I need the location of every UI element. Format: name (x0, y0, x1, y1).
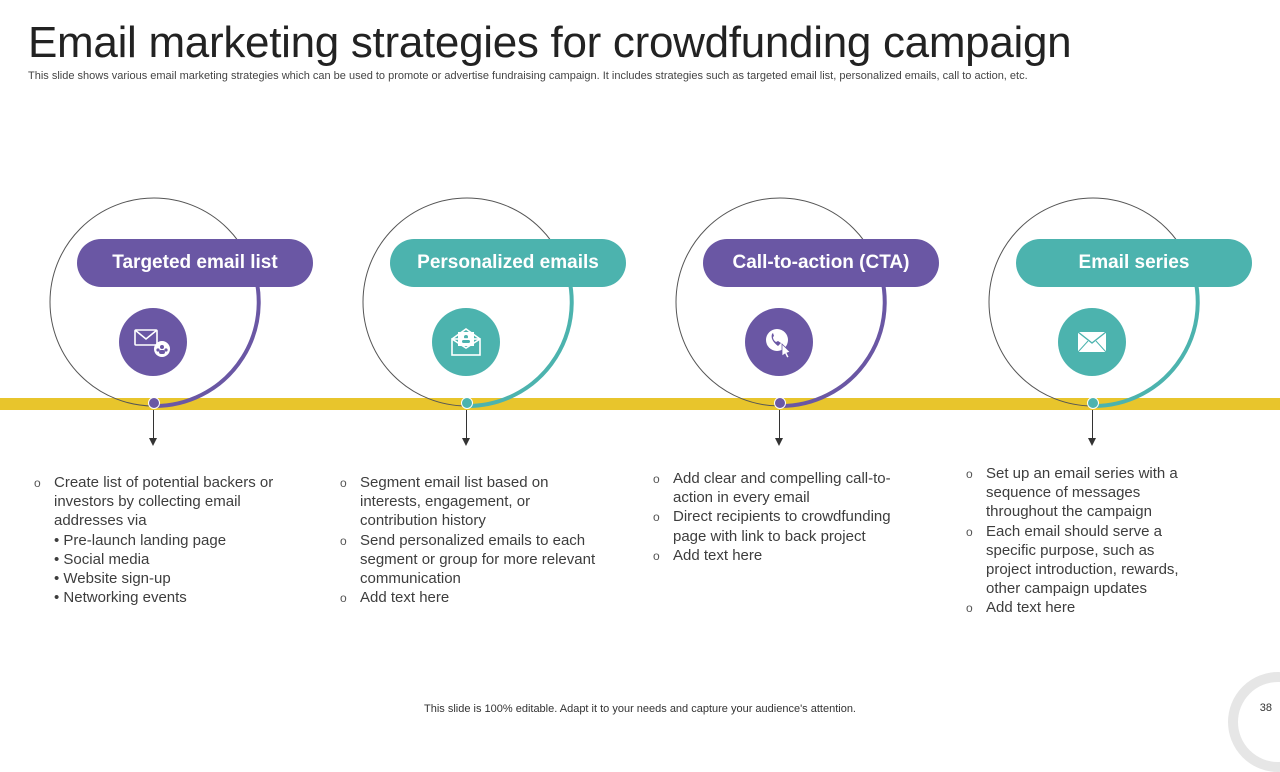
strategy-details-4: Set up an email series with a sequence o… (966, 464, 1198, 619)
arrow-down-icon (462, 438, 470, 446)
list-item: Create list of potential backers or inve… (34, 473, 274, 531)
strategy-label-pill: Email series (1016, 239, 1252, 287)
strategy-details-3: Add clear and compelling call-to-action … (653, 469, 893, 566)
strategy-label: Call-to-action (CTA) (732, 252, 910, 273)
list-item: Set up an email series with a sequence o… (966, 464, 1198, 522)
envelope-icon (1058, 308, 1126, 376)
list-subitem: • Website sign-up (54, 570, 171, 588)
list-item: Add text here (653, 546, 893, 566)
circle-ring (362, 197, 574, 409)
arrow-down-icon (775, 438, 783, 446)
phone-click-icon (745, 308, 813, 376)
strategy-label: Personalized emails (417, 252, 599, 273)
arrow-connector (153, 410, 154, 440)
circle-ring (988, 197, 1200, 409)
decorative-corner-arc (1228, 672, 1280, 772)
email-group-icon (119, 308, 187, 376)
card-call-to-action: Call-to-action (CTA) (674, 196, 994, 456)
arrow-connector (779, 410, 780, 440)
strategy-label: Email series (1078, 252, 1190, 273)
strategy-label-pill: Call-to-action (CTA) (703, 239, 939, 287)
list-item: Direct recipients to crowdfunding page w… (653, 507, 893, 545)
list-item: Add text here (340, 588, 596, 608)
strategy-details-2: Segment email list based on interests, e… (340, 473, 596, 609)
list-item: Send personalized emails to each segment… (340, 531, 596, 589)
list-subitem: • Networking events (54, 589, 187, 607)
footer-text: This slide is 100% editable. Adapt it to… (424, 703, 856, 715)
list-subitem: • Pre-launch landing page (54, 531, 227, 549)
card-email-series: Email series (987, 196, 1280, 456)
timeline-marker (148, 397, 160, 409)
card-targeted-email-list: Targeted email list (48, 196, 368, 456)
circle-ring (675, 197, 887, 409)
list-item: Add text here (966, 598, 1198, 618)
arrow-down-icon (1088, 438, 1096, 446)
slide-title: Email marketing strategies for crowdfund… (28, 18, 1072, 67)
arrow-connector (466, 410, 467, 440)
strategy-details-1: Create list of potential backers or inve… (34, 473, 274, 607)
strategy-label: Targeted email list (112, 252, 278, 273)
open-envelope-icon (432, 308, 500, 376)
arrow-connector (1092, 410, 1093, 440)
card-personalized-emails: Personalized emails (361, 196, 681, 456)
timeline-marker (774, 397, 786, 409)
list-item: Segment email list based on interests, e… (340, 473, 596, 531)
timeline-marker (461, 397, 473, 409)
strategy-label-pill: Personalized emails (390, 239, 626, 287)
list-item: Each email should serve a specific purpo… (966, 522, 1198, 599)
list-item: Add clear and compelling call-to-action … (653, 469, 893, 507)
list-subitem: • Social media (54, 550, 150, 568)
timeline-marker (1087, 397, 1099, 409)
page-number: 38 (1259, 702, 1272, 714)
footer-note: This slide is 100% editable. Adapt it to… (0, 703, 1280, 715)
circle-ring (49, 197, 261, 409)
strategy-label-pill: Targeted email list (77, 239, 313, 287)
arrow-down-icon (149, 438, 157, 446)
timeline-bar (0, 398, 1280, 410)
slide-subtitle: This slide shows various email marketing… (28, 70, 1028, 82)
